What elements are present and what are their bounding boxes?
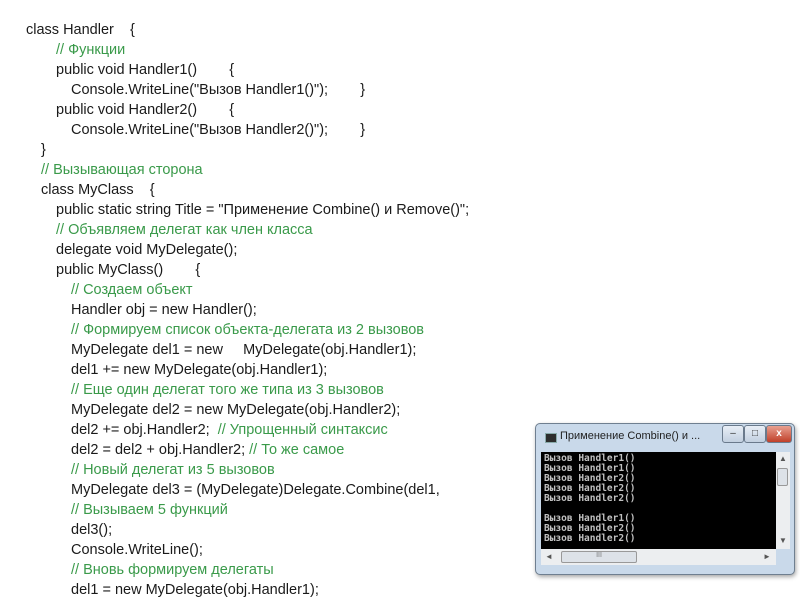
code-text: Console.WriteLine("Вызов Handler2()"); } bbox=[71, 122, 366, 138]
code-text: del2 += obj.Handler2; bbox=[71, 422, 218, 438]
window-title: Применение Combine() и ... bbox=[560, 430, 701, 442]
code-comment: // Формируем список объекта-делегата из … bbox=[71, 322, 425, 338]
horizontal-scrollbar[interactable]: ◄ III ► bbox=[541, 549, 776, 565]
minimize-button[interactable]: – bbox=[722, 425, 744, 443]
code-comment: // Создаем объект bbox=[71, 282, 193, 298]
code-line: // Функции bbox=[56, 40, 125, 60]
code-text: del1 = new MyDelegate(obj.Handler1); bbox=[71, 582, 319, 598]
code-text: del3(); bbox=[71, 522, 113, 538]
vertical-scrollbar[interactable]: ▲ ▼ bbox=[776, 452, 790, 549]
code-line: Console.WriteLine("Вызов Handler1()"); } bbox=[71, 80, 365, 100]
code-line: } bbox=[41, 140, 46, 160]
console-line: Вызов Handler2() bbox=[544, 473, 636, 484]
code-comment: // Вновь формируем делегаты bbox=[71, 562, 274, 578]
code-line: public MyClass() { bbox=[56, 260, 200, 280]
scroll-down-arrow-icon[interactable]: ▼ bbox=[779, 536, 787, 545]
console-line: Вызов Handler2() bbox=[544, 523, 636, 534]
code-line: del2 = del2 + obj.Handler2; // То же сам… bbox=[71, 440, 344, 460]
code-text: delegate void MyDelegate(); bbox=[56, 242, 238, 258]
code-text: public static string Title = "Применение… bbox=[56, 202, 470, 218]
code-line: class MyClass { bbox=[41, 180, 155, 200]
scroll-up-arrow-icon[interactable]: ▲ bbox=[779, 454, 787, 463]
code-line: del1 = new MyDelegate(obj.Handler1); bbox=[71, 580, 319, 600]
code-line: public void Handler2() { bbox=[56, 100, 234, 120]
vertical-scroll-thumb[interactable] bbox=[777, 468, 788, 486]
code-comment: // Функции bbox=[56, 42, 126, 58]
console-line: Вызов Handler1() bbox=[544, 453, 636, 464]
code-text: MyDelegate del2 = new MyDelegate(obj.Han… bbox=[71, 402, 401, 418]
maximize-button[interactable]: □ bbox=[744, 425, 766, 443]
code-comment: // Новый делегат из 5 вызовов bbox=[71, 462, 275, 478]
code-text: del1 += new MyDelegate(obj.Handler1); bbox=[71, 362, 328, 378]
console-output: Вызов Handler1()Вызов Handler1()Вызов Ha… bbox=[541, 452, 776, 549]
code-line: // Новый делегат из 5 вызовов bbox=[71, 460, 275, 480]
code-text: public MyClass() { bbox=[56, 262, 201, 278]
code-comment: // Упрощенный синтаксис bbox=[217, 422, 388, 438]
console-line: Вызов Handler1() bbox=[544, 513, 636, 524]
code-line: // Объявляем делегат как член класса bbox=[56, 220, 313, 240]
code-line: // Создаем объект bbox=[71, 280, 193, 300]
code-line: public static string Title = "Применение… bbox=[56, 200, 469, 220]
code-line: delegate void MyDelegate(); bbox=[56, 240, 237, 260]
close-button[interactable]: x bbox=[766, 425, 792, 443]
code-comment: // Еще один делегат того же типа из 3 вы… bbox=[71, 382, 384, 398]
code-text: public void Handler2() { bbox=[56, 102, 235, 118]
code-comment: // Вызывающая сторона bbox=[41, 162, 203, 178]
scroll-right-arrow-icon[interactable]: ► bbox=[763, 552, 771, 561]
code-comment: // Вызываем 5 функций bbox=[71, 502, 228, 518]
code-text: Handler obj = new Handler(); bbox=[71, 302, 257, 318]
code-line: MyDelegate del3 = (MyDelegate)Delegate.C… bbox=[71, 480, 440, 500]
code-line: MyDelegate del1 = new MyDelegate(obj.Han… bbox=[71, 340, 416, 360]
code-line: MyDelegate del2 = new MyDelegate(obj.Han… bbox=[71, 400, 400, 420]
console-app-icon bbox=[545, 433, 557, 443]
code-text: Console.WriteLine("Вызов Handler1()"); } bbox=[71, 82, 366, 98]
console-window: Применение Combine() и ... – □ x Вызов H… bbox=[535, 423, 795, 575]
code-text: Console.WriteLine(); bbox=[71, 542, 203, 558]
code-line: // Вызываем 5 функций bbox=[71, 500, 228, 520]
code-line: Console.WriteLine("Вызов Handler2()"); } bbox=[71, 120, 365, 140]
title-bar[interactable]: Применение Combine() и ... – □ x bbox=[536, 424, 794, 450]
code-line: // Еще один делегат того же типа из 3 вы… bbox=[71, 380, 384, 400]
code-comment: // То же самое bbox=[249, 442, 345, 458]
code-text: MyDelegate del1 = new MyDelegate(obj.Han… bbox=[71, 342, 417, 358]
code-text: class MyClass { bbox=[41, 182, 155, 198]
console-line: Вызов Handler2() bbox=[544, 493, 636, 504]
scroll-left-arrow-icon[interactable]: ◄ bbox=[545, 552, 553, 561]
code-comment: // Объявляем делегат как член класса bbox=[56, 222, 313, 238]
console-line: Вызов Handler1() bbox=[544, 463, 636, 474]
code-line: Handler obj = new Handler(); bbox=[71, 300, 257, 320]
code-line: // Формируем список объекта-делегата из … bbox=[71, 320, 424, 340]
console-line: Вызов Handler2() bbox=[544, 483, 636, 494]
code-line: // Вызывающая сторона bbox=[41, 160, 203, 180]
code-line: public void Handler1() { bbox=[56, 60, 234, 80]
horizontal-scroll-thumb[interactable]: III bbox=[561, 551, 637, 563]
code-text: del2 = del2 + obj.Handler2; bbox=[71, 442, 250, 458]
code-text: class Handler { bbox=[26, 22, 135, 38]
code-line: class Handler { bbox=[26, 20, 135, 40]
code-text: public void Handler1() { bbox=[56, 62, 235, 78]
code-text: } bbox=[41, 142, 46, 158]
console-line: Вызов Handler2() bbox=[544, 533, 636, 544]
code-line: // Вновь формируем делегаты bbox=[71, 560, 274, 580]
code-line: del1 += new MyDelegate(obj.Handler1); bbox=[71, 360, 327, 380]
code-line: del3(); bbox=[71, 520, 112, 540]
code-line: Console.WriteLine(); bbox=[71, 540, 203, 560]
code-text: MyDelegate del3 = (MyDelegate)Delegate.C… bbox=[71, 482, 440, 498]
code-line: del2 += obj.Handler2; // Упрощенный синт… bbox=[71, 420, 388, 440]
